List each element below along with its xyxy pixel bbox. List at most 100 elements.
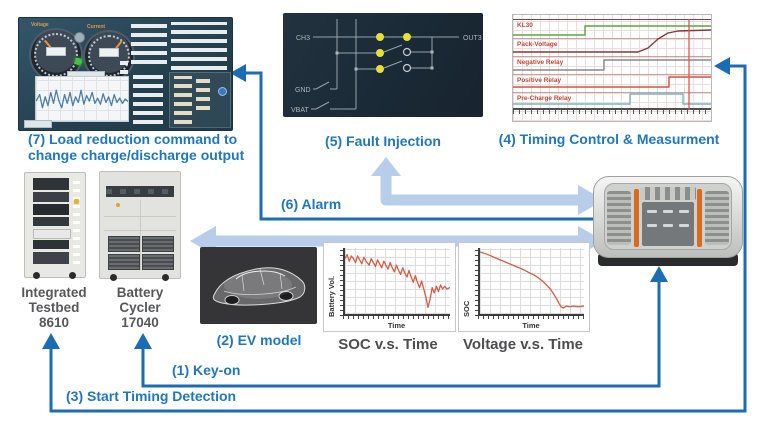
- junction-node: [335, 50, 434, 71]
- panel-button-column: [196, 76, 210, 110]
- cell-ribs: [640, 187, 696, 200]
- status-led: [75, 58, 82, 65]
- battery-module: [663, 210, 673, 213]
- label-step4: (4) Timing Control & Measurment: [498, 131, 720, 147]
- cabinet-seam: [140, 200, 141, 270]
- label-battery-cycler: Battery Cycler 17040: [116, 285, 164, 331]
- vbat-label: VBAT: [291, 107, 309, 114]
- row-separator: [513, 74, 711, 75]
- signal-label-negative-relay: Negative Relay: [517, 59, 564, 66]
- panel-button-group: [133, 70, 163, 124]
- rack-module: [33, 217, 69, 226]
- arrowhead-up-icon: [650, 266, 668, 282]
- gauge-readout: [46, 47, 66, 56]
- x-axis-ticks: [343, 316, 450, 319]
- rack-module: [33, 178, 69, 190]
- battery-module: [679, 224, 689, 227]
- battery-module: [647, 210, 657, 213]
- arrow-fault-injection-battery: [371, 157, 604, 215]
- timing-chart: KL30 Pack-Voltage Negative Relay Positiv…: [512, 14, 712, 122]
- time-axis-ticks: [513, 110, 711, 114]
- caster-wheel: [162, 274, 169, 281]
- rack-module: [33, 252, 69, 264]
- cabinet-display-strip: [106, 186, 174, 197]
- rack-module: [33, 229, 71, 239]
- integrated-testbed-photo: [24, 172, 86, 279]
- ev-model-image: [200, 247, 317, 324]
- cooling-ribs: [607, 191, 631, 245]
- x-axis-label: Time: [387, 321, 406, 330]
- caster-wheel: [110, 274, 117, 281]
- signal-label-pre-charge-relay: Pre-Charge Relay: [517, 95, 572, 102]
- row-separator: [513, 56, 711, 57]
- battery-pack-photo: [593, 176, 743, 266]
- x-axis-label: Time: [522, 321, 540, 330]
- label-step1: (1) Key-on: [172, 362, 241, 378]
- vent-grille: [108, 236, 140, 252]
- plot-area: [343, 248, 450, 316]
- warning-sticker: [74, 199, 79, 204]
- panel-knob: [74, 32, 85, 43]
- open-contact-icon: [402, 47, 412, 73]
- panel-button-group: [131, 24, 167, 64]
- vent-grille: [142, 236, 174, 252]
- label-step5: (5) Fault Injection: [325, 133, 441, 149]
- panel-button-column: [174, 76, 192, 124]
- gauge-readout: [99, 48, 119, 58]
- panel-button-group: [171, 22, 227, 70]
- panel-button-group: [120, 58, 128, 74]
- car-wireframe: [212, 267, 306, 306]
- gauge-current-label: Current: [87, 24, 106, 30]
- row-separator: [513, 38, 711, 39]
- signal-label-positive-relay: Positive Relay: [517, 77, 562, 84]
- rack-module: [33, 204, 69, 215]
- panel-round-button: [218, 87, 227, 96]
- time-axis: [513, 108, 711, 110]
- closed-contact-icon: [376, 33, 411, 73]
- rack-module: [33, 192, 69, 202]
- y-axis-label: SOC: [462, 300, 471, 317]
- chart-top-border: [513, 19, 711, 20]
- channel-label: CH3: [296, 35, 310, 42]
- output-label: OUT3: [463, 35, 482, 42]
- battery-module: [679, 210, 689, 213]
- arrowhead-up-icon: [42, 333, 60, 349]
- label-step3: (3) Start Timing Detection: [66, 388, 237, 404]
- panel-button-group: [169, 72, 231, 128]
- fault-injection-screenshot: CH3 OUT3 GND VBAT: [283, 13, 483, 117]
- panel-button: [24, 120, 52, 128]
- gauge-voltage-label: Voltage: [31, 22, 49, 28]
- signal-label-kl30: KL30: [517, 22, 533, 29]
- label-step6: (6) Alarm: [281, 196, 342, 212]
- label-integrated-testbed: Integrated Testbed 8610: [21, 285, 87, 331]
- vent-grille: [142, 254, 174, 270]
- battery-modules: [642, 202, 694, 246]
- soc-chart: SOC Time: [458, 242, 590, 332]
- signal-label-pack-voltage: Pack-Voltage: [517, 41, 558, 48]
- x-axis-ticks: [478, 316, 584, 319]
- caster-wheel: [69, 272, 76, 279]
- rack-side-switches: [73, 178, 80, 264]
- orange-hv-rail: [634, 189, 639, 247]
- arrowhead-up-icon: [134, 333, 152, 349]
- battery-module: [663, 224, 673, 227]
- caption-soc-vs-time: SOC v.s. Time: [338, 336, 438, 353]
- battery-cycler-photo: [99, 171, 181, 281]
- vent-grille: [108, 254, 140, 270]
- plot-area: [478, 248, 584, 316]
- orange-hv-rail: [697, 189, 702, 247]
- y-axis-ticks: [340, 248, 343, 316]
- arrowhead-left-icon: [714, 57, 730, 75]
- label-step2: (2) EV model: [216, 332, 302, 348]
- battery-voltage-chart: Battery Vol. Time: [323, 242, 456, 332]
- y-axis-ticks: [475, 248, 478, 316]
- indicator-lamp: [116, 203, 120, 207]
- row-separator: [513, 92, 711, 93]
- y-axis-label: Battery Vol.: [327, 275, 336, 317]
- caster-wheel: [33, 272, 40, 279]
- gnd-label: GND: [295, 87, 311, 94]
- rack-module: [33, 240, 69, 249]
- cooling-ribs: [705, 191, 729, 245]
- caption-voltage-vs-time: Voltage v.s. Time: [462, 336, 584, 353]
